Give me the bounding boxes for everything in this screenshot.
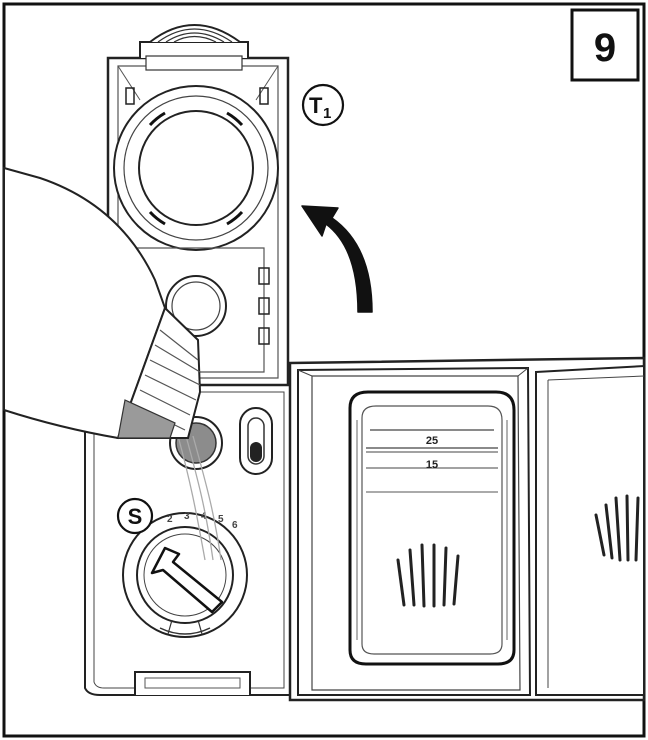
level-indicator-window <box>239 407 273 475</box>
regulator-mark: 3 <box>184 511 190 522</box>
regulator-mark: 5 <box>218 514 224 525</box>
step-number: 9 <box>594 26 616 70</box>
spray-symbol-icon <box>396 543 460 608</box>
detergent-level-mark: 25 <box>426 435 438 447</box>
detergent-compartment <box>288 356 646 702</box>
callout-t1-subscript: 1 <box>323 105 331 122</box>
spray-symbol-icon <box>594 494 640 562</box>
callout-t1-letter: T <box>309 93 323 118</box>
rinse-aid-bottle <box>3 166 222 561</box>
regulator-dial <box>122 512 248 638</box>
callout-s: S <box>116 497 154 535</box>
callout-t1: T 1 <box>301 83 345 127</box>
regulator-mark: 4 <box>201 511 207 522</box>
open-direction-arrow-icon <box>301 205 373 313</box>
regulator-mark: 6 <box>232 520 238 531</box>
callout-s-letter: S <box>128 504 143 529</box>
step-number-box: 9 <box>570 8 640 82</box>
regulator-mark: 2 <box>167 514 173 525</box>
detergent-level-mark: 15 <box>426 459 438 471</box>
regulator-arrow-icon <box>150 546 224 614</box>
